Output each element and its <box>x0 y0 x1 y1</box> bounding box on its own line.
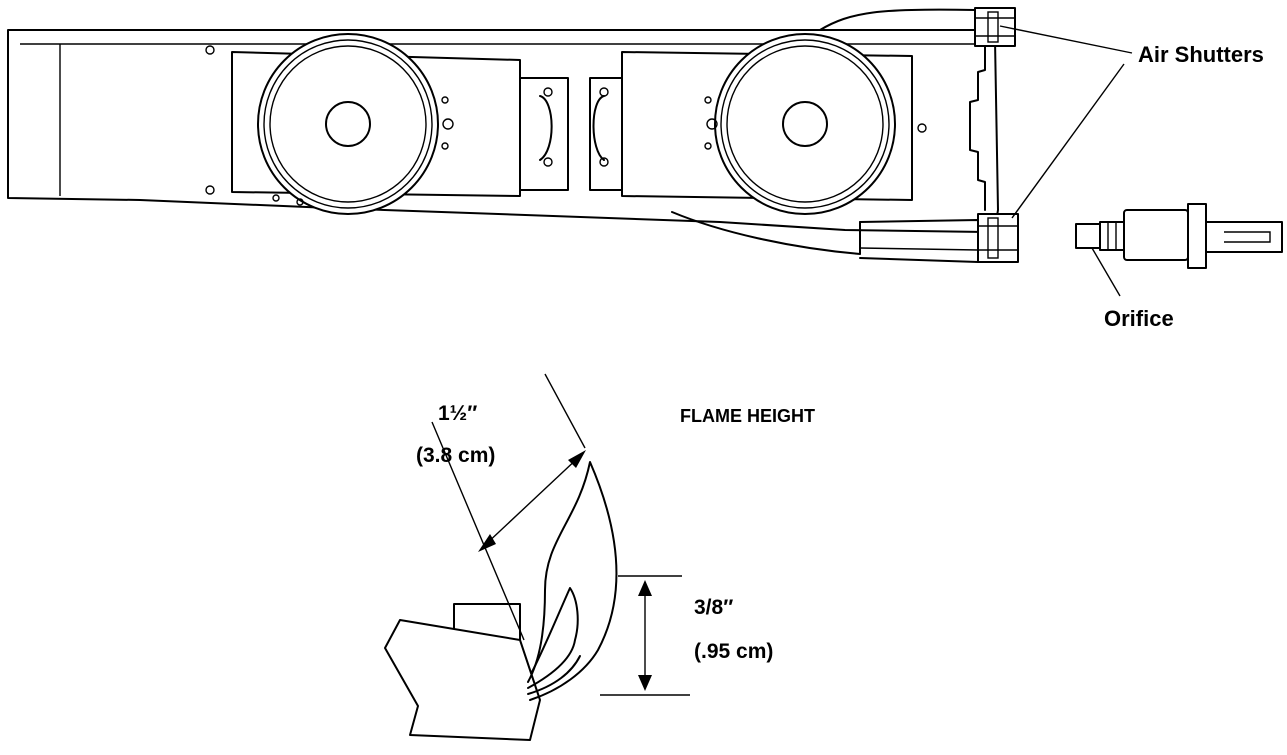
outer-flame <box>527 461 618 701</box>
inner-cone-cm-label: (.95 cm) <box>694 640 773 663</box>
flame-height-title: FLAME HEIGHT <box>680 406 815 426</box>
burner-section <box>384 619 541 741</box>
orifice-hex-nut <box>1099 221 1125 251</box>
mounting-holes <box>205 45 927 206</box>
flame-reference-line <box>431 421 525 641</box>
inner-flame-cone-2 <box>527 655 581 695</box>
inner-cone-dimension <box>600 575 690 696</box>
flame-length-cm-label: (3.8 cm) <box>416 444 495 467</box>
flame-tip-reference-line <box>544 373 586 449</box>
lower-venturi-tube <box>671 211 861 255</box>
lower-venturi-body <box>859 219 979 263</box>
air-shutters-label: Air Shutters <box>1138 42 1264 67</box>
inner-cone-inches-label: 3/8″ <box>694 596 733 619</box>
burner-assembly <box>7 7 1019 263</box>
flame-length-dimension <box>478 450 586 552</box>
left-bracket-hole-bottom <box>543 157 553 167</box>
right-burner-port <box>782 101 828 147</box>
right-connector-slot <box>592 95 605 161</box>
valve-body <box>1123 209 1189 261</box>
upper-venturi-tube <box>819 8 976 31</box>
upper-air-shutter <box>974 7 1016 47</box>
valve-flange <box>1187 203 1207 269</box>
orifice-label: Orifice <box>1104 306 1174 331</box>
left-burner-plate <box>231 51 521 197</box>
orifice-leader <box>1091 247 1121 297</box>
valve-stem <box>1205 221 1283 253</box>
inner-flame-cone-1 <box>527 587 579 689</box>
left-burner-head <box>257 33 439 215</box>
air-shutters-leaders <box>999 25 1133 219</box>
flame-detail <box>384 373 690 741</box>
right-burner-head <box>714 33 896 215</box>
right-connector-bracket <box>589 77 623 191</box>
orifice-tip <box>1075 223 1101 249</box>
air-shutters-leader-upper <box>999 25 1133 54</box>
flame-length-inches-label: 1½″ <box>438 402 477 425</box>
air-shutters-leader-lower <box>1011 63 1125 219</box>
left-burner-port <box>325 101 371 147</box>
right-bracket-hole-top <box>599 87 609 97</box>
orifice-valve-assembly <box>1075 203 1283 269</box>
left-connector-bracket <box>519 77 569 191</box>
left-connector-slot <box>539 95 553 161</box>
burner-stepped-end <box>969 43 986 211</box>
left-bracket-hole-top <box>543 87 553 97</box>
lower-air-shutter <box>977 213 1019 263</box>
right-bracket-hole-bottom <box>599 157 609 167</box>
